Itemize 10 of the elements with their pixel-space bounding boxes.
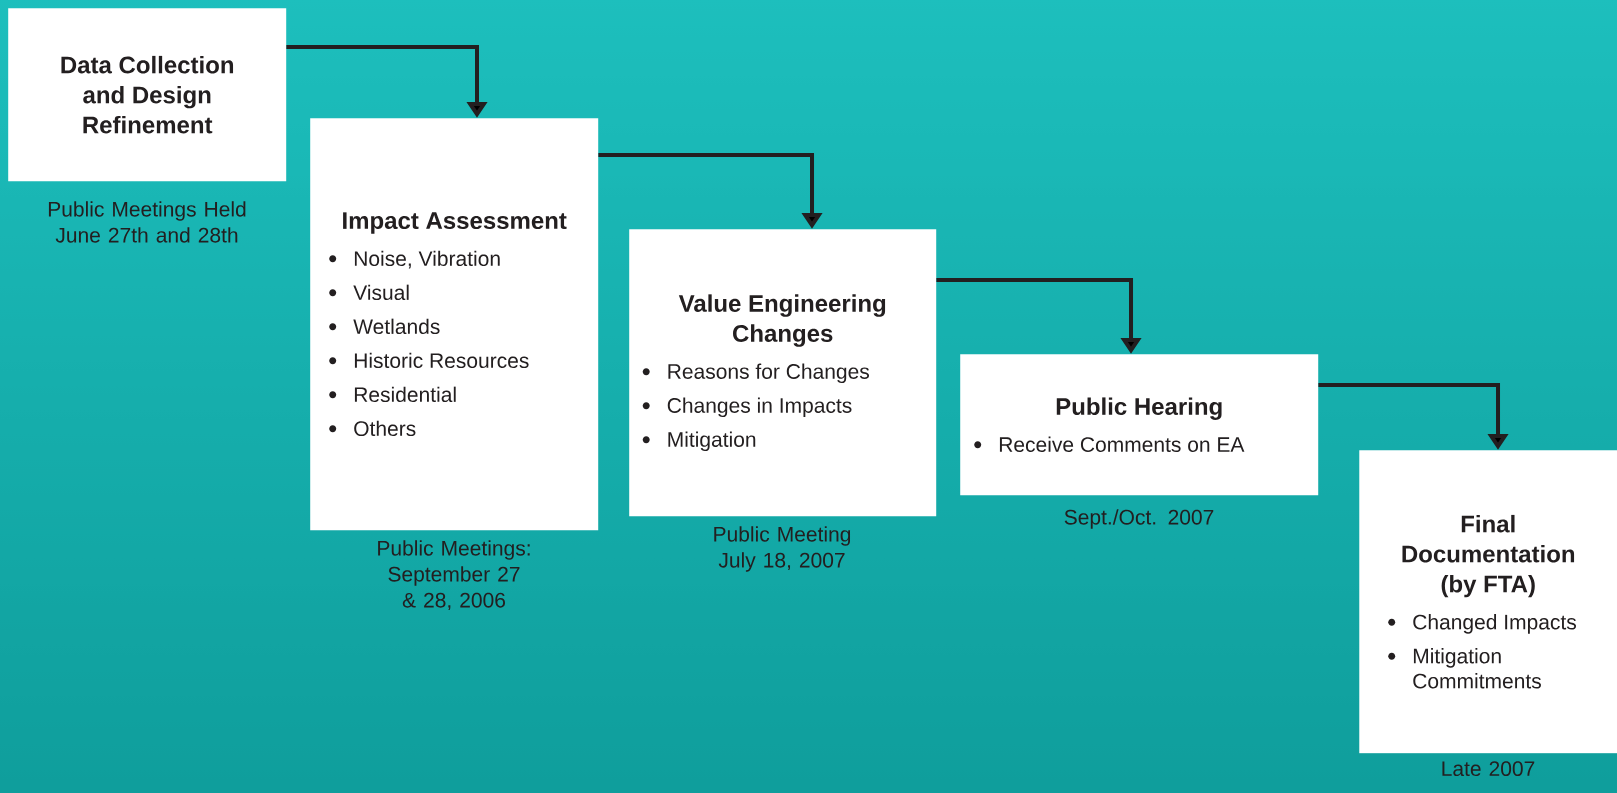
- process-box: Final Documentation (by FTA) Changed Impacts Mitigation Commitments: [1359, 450, 1617, 754]
- process-box: Impact Assessment Noise, Vibration Visual Wetlands Historic Resources Residential Others: [310, 118, 599, 531]
- process-box: Public Hearing Receive Comments on EA: [960, 354, 1319, 496]
- meeting-note: Public Meeting July 18, 2007: [714, 526, 851, 572]
- process-box: Value Engineering Changes Reasons for Changes Changes in Impacts Mitigation: [629, 229, 937, 517]
- meeting-note: Public Meetings Held June 27th and 28th: [48, 201, 246, 243]
- meeting-note: Public Meetings: September 27 & 28, 2006: [378, 540, 530, 611]
- meeting-note: Late 2007: [1442, 761, 1535, 777]
- meeting-note: Sept./Oct. 2007: [1064, 509, 1214, 529]
- process-box: Data Collection and Design Refinement: [8, 8, 287, 182]
